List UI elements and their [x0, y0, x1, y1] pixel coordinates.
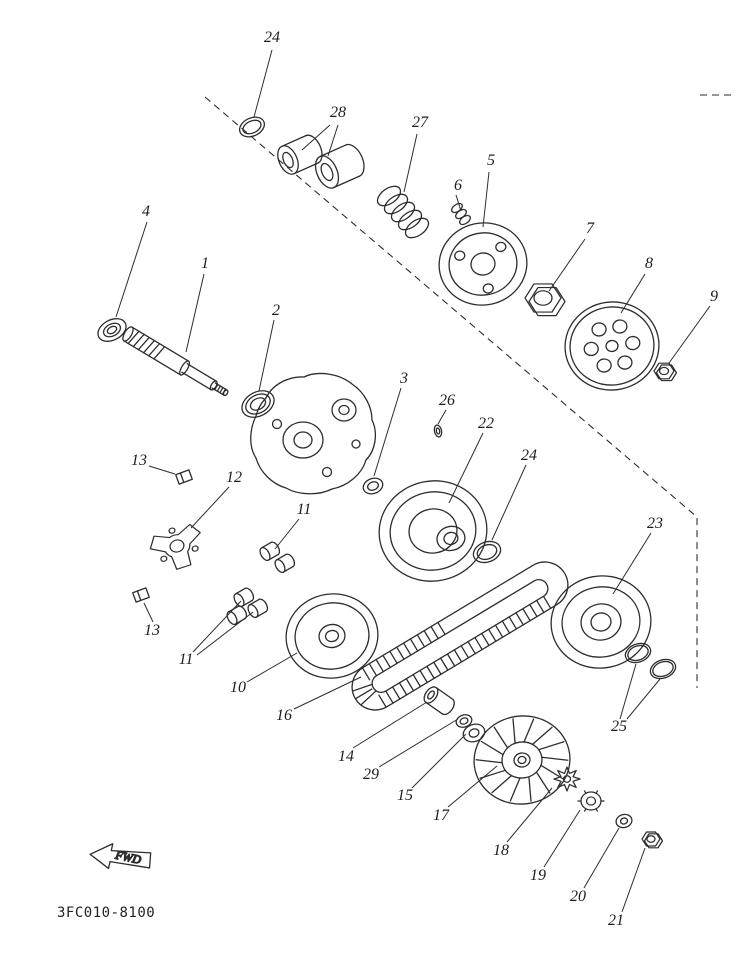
- part-20-washer: [615, 813, 633, 829]
- callout-24-top: 24: [264, 29, 280, 46]
- callout-23: 23: [647, 515, 663, 532]
- callout-12: 12: [226, 469, 242, 486]
- part-8-clutch-housing: [564, 301, 660, 391]
- callout-11-upper: 11: [296, 501, 312, 518]
- part-11-rollers-lower: [226, 587, 269, 626]
- callout-25: 25: [611, 718, 627, 735]
- part-18-star-washer: [553, 766, 581, 792]
- callout-13-upper: 13: [131, 452, 147, 469]
- part-23-secondary-sheave: [550, 575, 652, 669]
- crankcase-cover: [250, 372, 377, 495]
- part-6-spring-small: [451, 202, 471, 226]
- part-17-fan-pulley: [473, 715, 571, 805]
- part-14-collar: [423, 686, 455, 716]
- part-26-pin: [433, 424, 443, 438]
- callout-13-lower: 13: [144, 622, 160, 639]
- callout-14: 14: [338, 748, 354, 765]
- part-19-spacer: [577, 790, 605, 812]
- part-1-drive-shaft: [122, 326, 229, 397]
- callout-2: 2: [272, 302, 280, 319]
- part-7-nut: [524, 283, 566, 317]
- callout-15: 15: [397, 787, 413, 804]
- part-10-fixed-sheave: [285, 593, 379, 679]
- leader-lines: [115, 49, 711, 913]
- callout-24-mid: 24: [521, 447, 537, 464]
- diagram-code: 3FC010-8100: [57, 905, 156, 921]
- fwd-arrow: FWD: [89, 843, 152, 870]
- callout-7: 7: [586, 220, 594, 237]
- part-21-nut: [641, 831, 664, 849]
- part-25-o-rings: [624, 642, 677, 680]
- callout-9: 9: [710, 288, 718, 305]
- part-15-washer: [462, 723, 486, 743]
- callout-1: 1: [201, 255, 209, 272]
- callout-19: 19: [530, 867, 546, 884]
- callout-16: 16: [276, 707, 292, 724]
- part-12-cam-plate: [149, 523, 201, 570]
- part-22-primary-sheave: [378, 480, 488, 582]
- callout-21: 21: [608, 912, 624, 929]
- callout-29: 29: [363, 766, 379, 783]
- part-11-rollers-upper: [259, 541, 296, 574]
- callout-27: 27: [412, 114, 428, 131]
- part-9-nut-small: [653, 362, 678, 382]
- callout-3: 3: [400, 370, 408, 387]
- callout-18: 18: [493, 842, 509, 859]
- callout-22: 22: [478, 415, 494, 432]
- part-24-ring-top: [238, 116, 266, 138]
- part-13-slider-lower: [132, 587, 150, 603]
- part-28-collars: [277, 134, 365, 189]
- callout-10: 10: [230, 679, 246, 696]
- part-24-ring-mid: [472, 540, 502, 564]
- fwd-arrow-label: FWD: [113, 848, 143, 867]
- callout-8: 8: [645, 255, 653, 272]
- callout-4: 4: [142, 203, 150, 220]
- callout-17: 17: [433, 807, 449, 824]
- part-5-clutch-assembly: [438, 222, 528, 306]
- part-27-spring: [376, 185, 430, 239]
- callout-26: 26: [439, 392, 455, 409]
- part-4-bearing: [97, 318, 127, 342]
- boundary-dashes: [204, 94, 735, 688]
- part-2-bearing: [241, 390, 275, 418]
- part-3-washer: [362, 477, 384, 495]
- part-29-washer: [455, 714, 473, 728]
- callout-6: 6: [454, 177, 462, 194]
- callout-5: 5: [487, 152, 495, 169]
- callout-11-lower: 11: [178, 651, 194, 668]
- callout-28: 28: [330, 104, 346, 121]
- part-13-slider-upper: [175, 469, 193, 485]
- part-16-v-belt: [351, 561, 569, 711]
- callout-20: 20: [570, 888, 586, 905]
